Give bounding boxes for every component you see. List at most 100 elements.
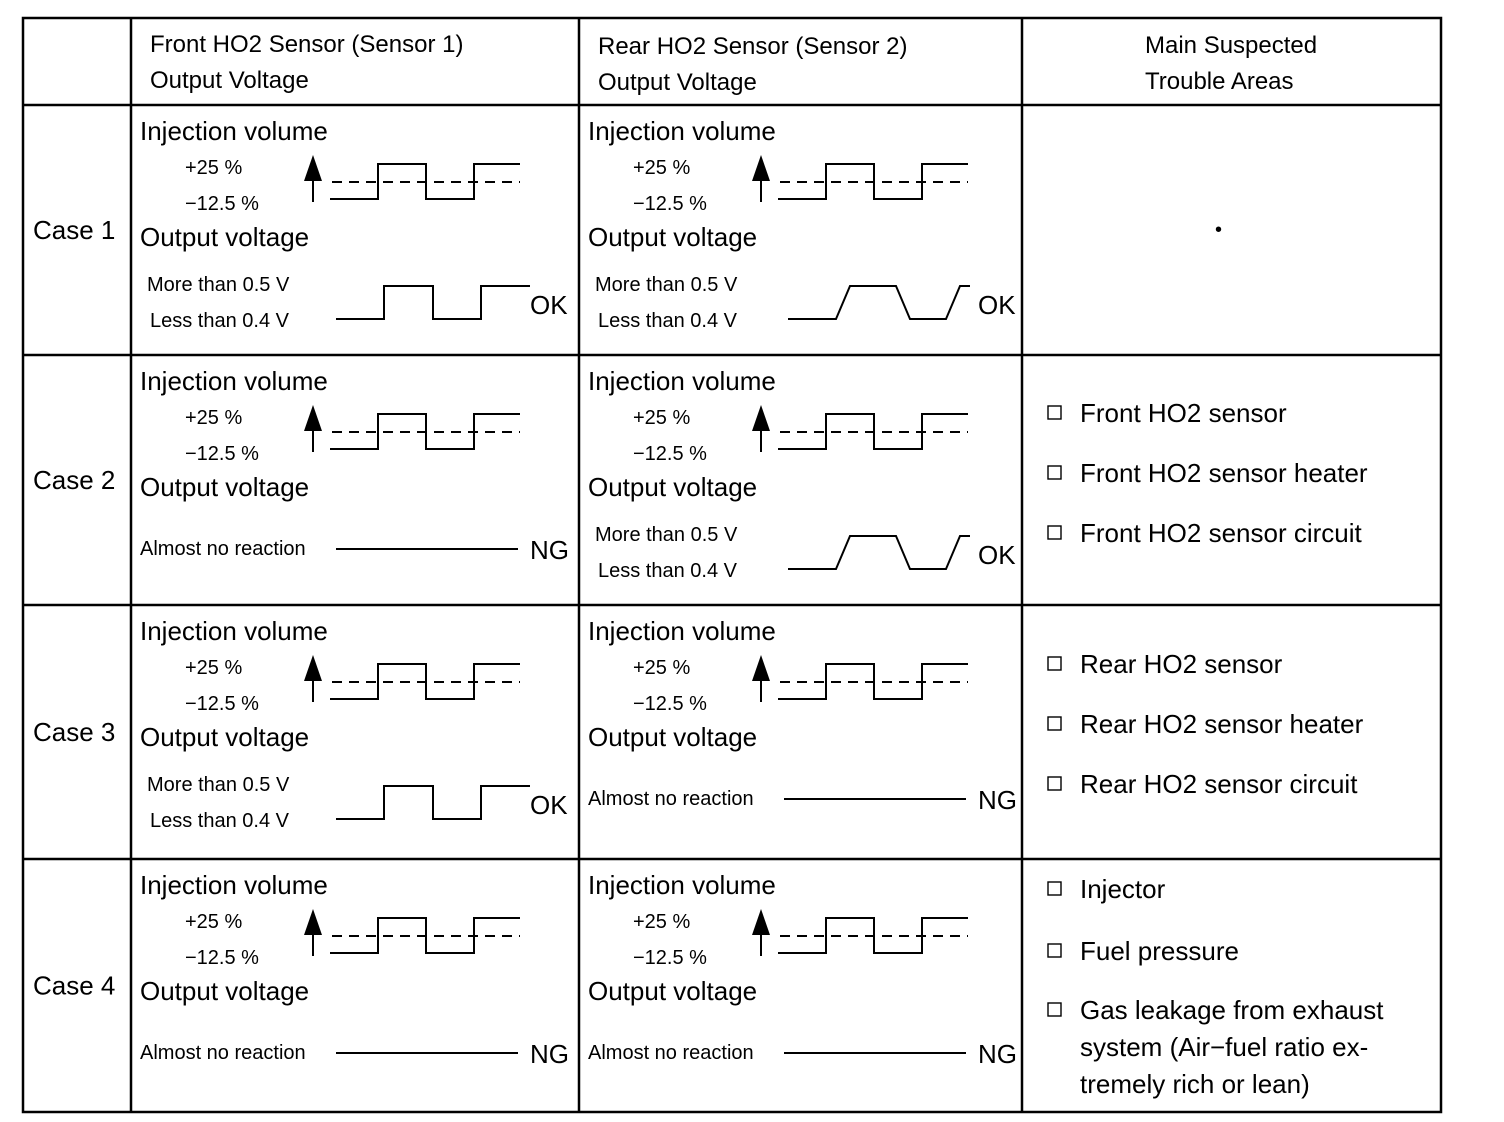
areas-dot: • (1215, 219, 1222, 241)
rear-less-than-label: Less than 0.4 V (598, 560, 738, 582)
front-plus-25-label: +25 % (185, 657, 242, 679)
front-more-than-label: More than 0.5 V (147, 774, 290, 796)
case-row-2: Case 2 Injection volume +25 % −12.5 % Output… (33, 366, 1368, 582)
trouble-area-item: Front HO2 sensor heater (1080, 458, 1368, 488)
header-row: Front HO2 Sensor (Sensor 1) Output Volta… (150, 31, 1317, 96)
front-output-voltage-label: Output voltage (140, 472, 309, 502)
rear-less-than-label: Less than 0.4 V (598, 310, 738, 332)
front-more-than-label: More than 0.5 V (147, 274, 290, 296)
rear-header-line2: Output Voltage (598, 69, 757, 96)
rear-sensor-cell: Injection volume+25 %−12.5 %Output volta… (588, 616, 1017, 815)
rear-output-voltage-label: Output voltage (588, 722, 757, 752)
trouble-area-item-line: system (Air−fuel ratio ex- (1080, 1032, 1368, 1062)
case-label: Case 4 (33, 971, 115, 1001)
rear-minus-12-5-label: −12.5 % (633, 193, 707, 215)
front-sensor-cell: Injection volume+25 %−12.5 %Output volta… (140, 116, 568, 332)
case-rows: Case 1 Injection volume +25 % −12.5 % Output… (33, 116, 1384, 1099)
rear-sensor-cell: Injection volume +25 % −12.5 % Output volta… (588, 116, 1016, 332)
front-less-than-label: Less than 0.4 V (150, 810, 290, 832)
rear-almost-no-reaction-label: Almost no reaction (588, 788, 754, 810)
rear-output-voltage-label: Output voltage (588, 472, 757, 502)
checkbox-icon (1047, 465, 1062, 480)
rear-result-ng: NG (978, 785, 1017, 815)
areas-header-line1: Main Suspected (1145, 32, 1317, 59)
checkbox-icon (1047, 1002, 1062, 1017)
trouble-area-item: Rear HO2 sensor (1080, 649, 1283, 679)
rear-injection-arrow-head (752, 909, 770, 935)
front-injection-arrow-head (304, 909, 322, 935)
front-result-ok: OK (530, 290, 568, 320)
checkbox-icon (1047, 525, 1062, 540)
front-plus-25-label: +25 % (185, 407, 242, 429)
front-sensor-cell: Injection volume +25 % −12.5 % Output volta… (140, 616, 568, 832)
rear-injection-arrow-head (752, 405, 770, 431)
trouble-area-item: Front HO2 sensor circuit (1080, 518, 1363, 548)
front-injection-volume-label: Injection volume (140, 366, 328, 396)
front-sensor-cell: Injection volume +25 % −12.5 % Output volta… (140, 870, 569, 1069)
front-injection-arrow-head (304, 655, 322, 681)
case-label: Case 1 (33, 215, 115, 245)
trouble-area-item: Rear HO2 sensor heater (1080, 709, 1364, 739)
rear-plus-25-label: +25 % (633, 157, 690, 179)
rear-plus-25-label: +25 % (633, 657, 690, 679)
front-injection-volume-label: Injection volume (140, 616, 328, 646)
rear-almost-no-reaction-label: Almost no reaction (588, 1042, 754, 1064)
rear-injection-volume-label: Injection volume (588, 616, 776, 646)
case-row-3: Case 3 Injection volume +25 % −12.5 % Output… (33, 616, 1364, 832)
front-header-line2: Output Voltage (150, 67, 309, 94)
rear-injection-volume-label: Injection volume (588, 870, 776, 900)
checkbox-icon (1047, 776, 1062, 791)
front-injection-volume-label: Injection volume (140, 870, 328, 900)
front-output-voltage-label: Output voltage (140, 722, 309, 752)
front-output-voltage-label: Output voltage (140, 976, 309, 1006)
front-plus-25-label: +25 % (185, 911, 242, 933)
rear-minus-12-5-label: −12.5 % (633, 443, 707, 465)
rear-injection-arrow-head (752, 655, 770, 681)
front-output-voltage-label: Output voltage (140, 222, 309, 252)
front-minus-12-5-label: −12.5 % (185, 693, 259, 715)
areas-header-line2: Trouble Areas (1145, 68, 1294, 95)
rear-injection-volume-label: Injection volume (588, 366, 776, 396)
case-row-1: Case 1 Injection volume +25 % −12.5 % Output… (33, 116, 1222, 332)
case-label: Case 3 (33, 717, 115, 747)
checkbox-icon (1047, 716, 1062, 731)
front-almost-no-reaction-label: Almost no reaction (140, 1042, 306, 1064)
front-injection-arrow-head (304, 405, 322, 431)
case-row-4: Case 4 Injection volume +25 % −12.5 % Output… (33, 870, 1384, 1099)
trouble-area-item-line: tremely rich or lean) (1080, 1069, 1310, 1099)
front-result-ng: NG (530, 535, 569, 565)
rear-result-ok: OK (978, 540, 1016, 570)
checkbox-icon (1047, 881, 1062, 896)
front-result-ok: OK (530, 790, 568, 820)
trouble-area-item: Injector (1080, 874, 1166, 904)
rear-plus-25-label: +25 % (633, 407, 690, 429)
rear-more-than-label: More than 0.5 V (595, 524, 738, 546)
front-less-than-label: Less than 0.4 V (150, 310, 290, 332)
front-plus-25-label: +25 % (185, 157, 242, 179)
front-header-line1: Front HO2 Sensor (Sensor 1) (150, 31, 463, 58)
front-minus-12-5-label: −12.5 % (185, 947, 259, 969)
rear-injection-volume-label: Injection volume (588, 116, 776, 146)
trouble-area-item-line: Gas leakage from exhaust (1080, 995, 1384, 1025)
front-result-ng: NG (530, 1039, 569, 1069)
rear-more-than-label: More than 0.5 V (595, 274, 738, 296)
trouble-areas-cell: • (1215, 219, 1222, 241)
front-injection-volume-label: Injection volume (140, 116, 328, 146)
checkbox-icon (1047, 405, 1062, 420)
rear-sensor-cell: Injection volume+25 %−12.5 %Output volta… (588, 870, 1017, 1069)
front-almost-no-reaction-label: Almost no reaction (140, 538, 306, 560)
case-label: Case 2 (33, 465, 115, 495)
front-output-switching-waveform (336, 285, 530, 320)
front-injection-arrow-head (304, 155, 322, 181)
trouble-area-item: Fuel pressure (1080, 936, 1239, 966)
trouble-area-item: Front HO2 sensor (1080, 398, 1287, 428)
rear-result-ok: OK (978, 290, 1016, 320)
rear-output-voltage-label: Output voltage (588, 222, 757, 252)
rear-minus-12-5-label: −12.5 % (633, 947, 707, 969)
rear-plus-25-label: +25 % (633, 911, 690, 933)
front-minus-12-5-label: −12.5 % (185, 443, 259, 465)
